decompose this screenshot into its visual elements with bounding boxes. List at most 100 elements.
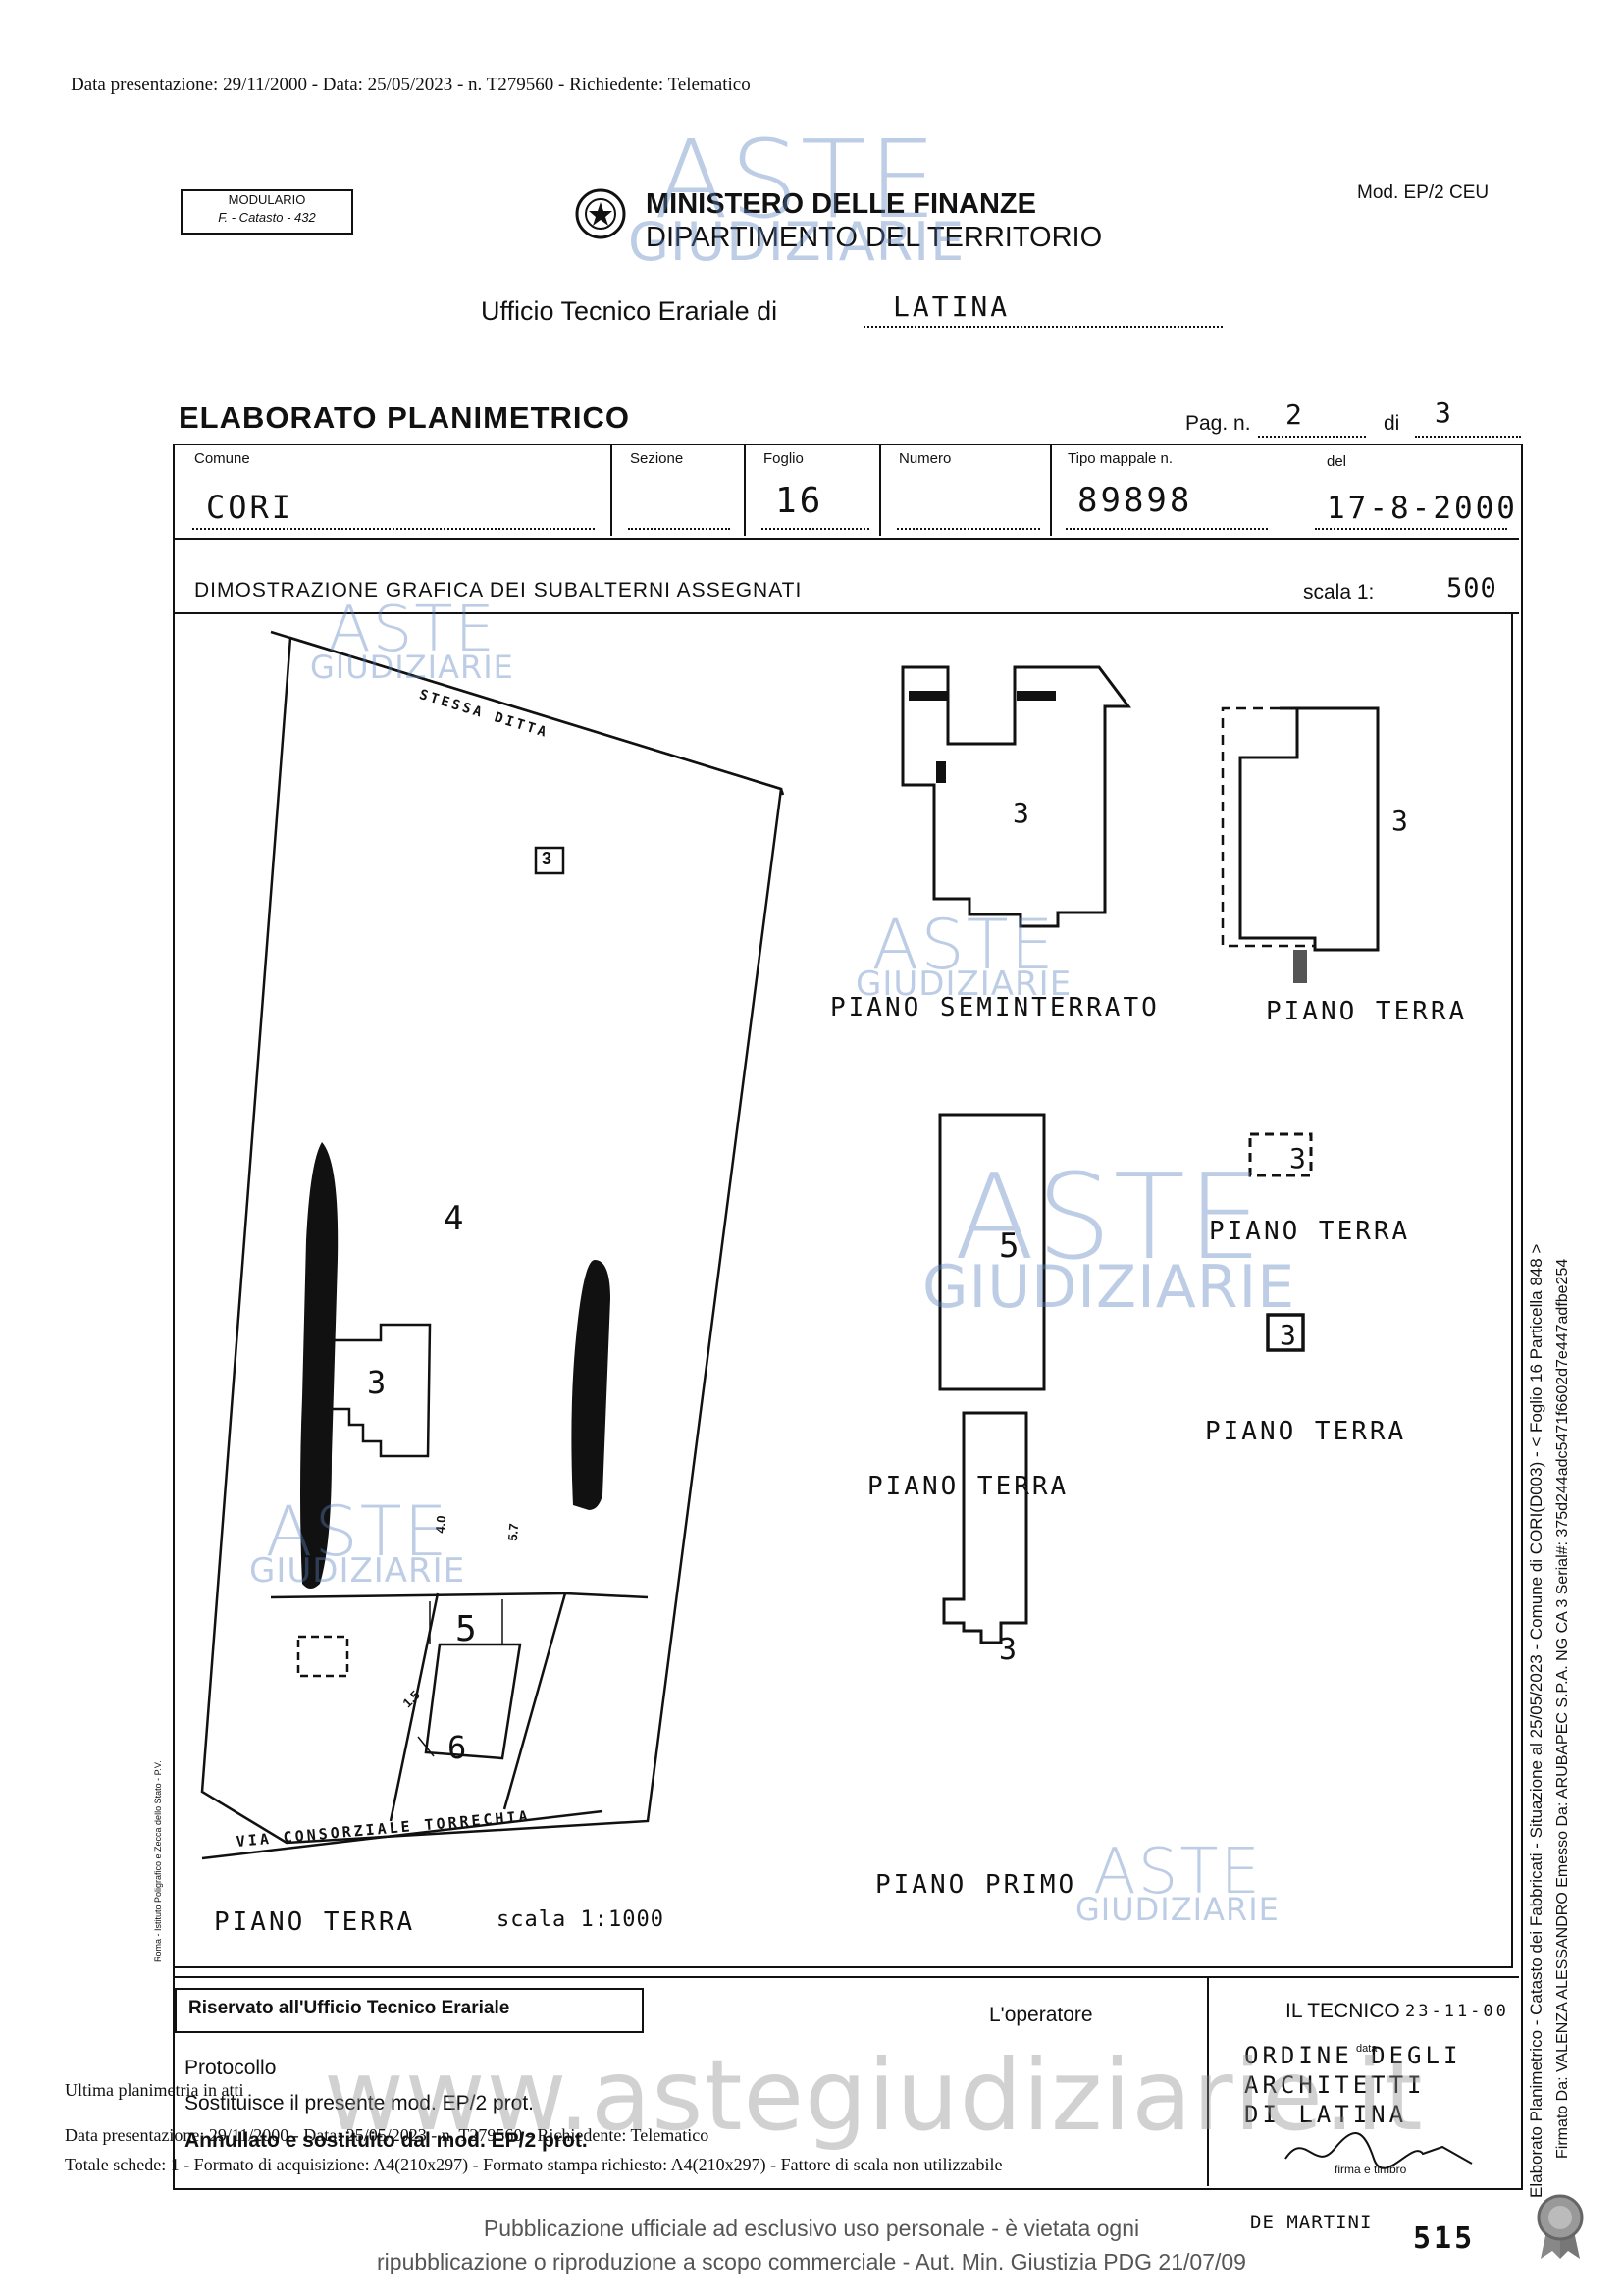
ufficio-label: Ufficio Tecnico Erariale di [481,296,778,326]
ufficio-underline [864,326,1223,328]
modulario-line1: MODULARIO [228,192,306,207]
del-value: 17-8-2000 [1327,491,1518,526]
comune-underline [192,528,595,530]
floor-2-sub: 3 [1391,805,1411,837]
ufficio-value: LATINA [893,290,1011,323]
field-divider-foglio [744,445,746,536]
floor-2-label: PIANO TERRA [1266,997,1468,1026]
numero-label: Numero [899,450,952,467]
publication-notice: Pubblicazione ufficiale ad esclusivo uso… [0,2212,1623,2278]
right-hedge [571,1260,610,1510]
modulario-line2: F. - Catasto - 432 [218,210,316,225]
foglio-underline [761,528,869,530]
left-margin-text: Roma - Istituto Poligrafico e Zecca dell… [153,1760,163,1962]
floor-3-sub: 3 [1289,1142,1309,1174]
tipo-underline [1066,528,1268,530]
publication-line1: Pubblicazione ufficiale ad esclusivo uso… [483,2216,1140,2241]
header-line: Data presentazione: 29/11/2000 - Data: 2… [71,75,751,95]
scale-value: 500 [1446,573,1497,603]
ministry-title: MINISTERO DELLE FINANZE [646,188,1036,220]
plan-drawing [200,630,785,1860]
left-hedge [300,1142,339,1589]
page-label: Pag. n. [1185,412,1251,435]
page-total-underline [1415,436,1521,438]
lot-sub-number-6: 6 [447,1729,470,1766]
tecnico-divider [1207,1976,1209,2186]
annullato-label: Annullato e sostituito dal mod. EP/2 pro… [184,2129,588,2152]
footer-top-line [173,1976,1519,1978]
doc-title: ELABORATO PLANIMETRICO [179,400,631,435]
ministry-subtitle: DIPARTIMENTO DEL TERRITORIO [646,222,1103,253]
protocollo-label: Protocollo [184,2057,277,2079]
stamp-line-1: ORDINE DEGLI [1244,2042,1462,2069]
dim-label-a: 4.0 [432,1514,449,1535]
page-n-underline [1258,436,1366,438]
operatore-label: L'operatore [989,2004,1093,2026]
sezione-label: Sezione [630,450,684,467]
tecnico-label: IL TECNICO [1285,2000,1400,2022]
tipo-value: 89898 [1077,481,1193,520]
demartini-label: DE MARTINI [1250,2212,1373,2233]
mod-code: Mod. EP/2 CEU [1357,183,1490,203]
stamp-line-2: ARCHITETTI [1244,2071,1426,2099]
publication-line2: ripubblicazione o riproduzione a scopo c… [377,2249,1246,2274]
lot-outline [200,636,783,1845]
riservato-label: Riservato all'Ufficio Tecnico Erariale [188,1998,510,2018]
comune-label: Comune [194,450,250,467]
floor-4-label: PIANO TERRA [867,1472,1070,1501]
floor-6-label: PIANO PRIMO [875,1870,1077,1900]
floor-4-sub: 5 [999,1226,1022,1266]
tecnico-date: 23-11-00 [1405,2002,1509,2021]
floor-1-label: PIANO SEMINTERRATO [830,993,1160,1022]
totale-schede: Totale schede: 1 - Formato di acquisizio… [65,2155,1003,2174]
lot-sub-number-5: 5 [455,1609,480,1649]
plan-frame [173,612,1513,1968]
sostituisce-label: Sostituisce il presente mod. EP/2 prot. [184,2092,535,2114]
floor-5-sub: 3 [1280,1319,1299,1351]
row-divider-1 [173,538,1519,540]
lot-sub-number-4: 4 [444,1199,467,1238]
floor-3-label: PIANO TERRA [1209,1217,1411,1246]
field-divider-numero [879,445,881,536]
architect-stamp: ORDINE DEGLI ARCHITETTI DI LATINA [1244,2041,1461,2129]
ultima-planimetria: Ultima planimetria in atti [65,2080,244,2100]
row-divider-2 [173,612,1519,614]
dim-label-b: 5.7 [504,1522,522,1542]
modulario-box: MODULARIO F. - Catasto - 432 [181,189,353,235]
overlay-data-line: Data presentazione: 29/11/2000 - Data: 2… [65,2125,709,2145]
side-text-firmato: Firmato Da: VALENZA ALESSANDRO Emesso Da… [1554,1258,1571,2159]
republic-emblem-icon [573,184,628,243]
house-sub-number: 3 [367,1364,390,1401]
page-number: 2 [1285,398,1305,431]
field-divider-tipo [1050,445,1052,536]
field-divider-sezione [610,445,612,536]
riservato-box [175,1988,644,2033]
side-text-catasto: Elaborato Planimetrico - Catasto dei Fab… [1527,1243,1545,2198]
stamp-line-3: DI LATINA [1244,2101,1408,2128]
certification-seal-icon [1537,2194,1584,2259]
foglio-label: Foglio [763,450,804,467]
data-label: data [1356,2043,1378,2055]
section-title: DIMOSTRAZIONE GRAFICA DEI SUBALTERNI ASS… [194,579,803,601]
number-515: 515 [1413,2221,1476,2256]
plan-scale-label: scala 1:1000 [497,1907,664,1932]
lot-upper-sub-number: 3 [542,849,552,868]
floor-1-sub: 3 [1013,797,1032,829]
dashed-sub-number: 3 [302,1542,318,1566]
del-label: del [1327,453,1347,470]
tipo-label: Tipo mappale n. [1068,450,1174,467]
page-of-label: di [1384,412,1400,435]
floor-6-sub: 3 [999,1633,1021,1667]
firma-label: firma e timbro [1335,2163,1407,2176]
floor-plans-drawing [901,665,1380,1644]
sezione-underline [628,528,730,530]
del-underline [1315,528,1507,530]
numero-underline [897,528,1040,530]
plan-floor-label: PIANO TERRA [214,1907,416,1937]
floor-5-label: PIANO TERRA [1205,1417,1407,1446]
seminterrato-outline [901,665,1131,928]
signature-icon [1284,2132,1473,2169]
scale-label: scala 1: [1303,581,1375,603]
page-total: 3 [1435,396,1454,429]
comune-value: CORI [206,489,294,526]
